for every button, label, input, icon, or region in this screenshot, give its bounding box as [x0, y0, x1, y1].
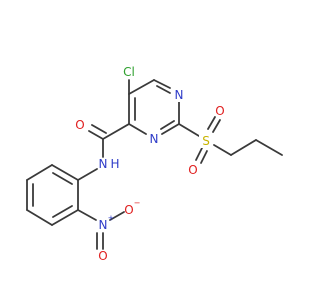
bond-ch2-ch3 [255, 139, 283, 156]
bond-c5-c6 [128, 79, 155, 95]
amide-hydrogen-label: H [110, 157, 119, 171]
sulfur-label: S [202, 134, 210, 148]
nitro-nitrogen-charge: + [108, 214, 115, 223]
bond-ph6-n-nitro [77, 209, 97, 221]
chlorine-label: Cl [123, 65, 135, 79]
bond-s-o-top-double [207, 116, 216, 130]
bond-carbonyl-o-double [91, 124, 107, 134]
carbonyl-oxygen-label: O [75, 118, 84, 132]
bond-ph1-ph2 [51, 164, 79, 181]
bond-c2-s [178, 123, 200, 137]
bond-s-o-top [212, 119, 221, 133]
bond-n-nitro-o-top [109, 211, 125, 221]
bond-ph5-ph6 [51, 209, 79, 226]
bond-s-o-bottom-double [200, 150, 208, 164]
bond-ph1-ph2-double [52, 172, 73, 185]
nitro-oxygen-top-label: O [124, 203, 133, 217]
nitro-oxygen-charge: − [134, 199, 141, 208]
atom-labels: Cl N N S O O O N H N + O − O [75, 65, 224, 263]
nitro-nitrogen-label: N [99, 218, 108, 232]
nitro-oxygen-bottom-label: O [98, 249, 107, 263]
bond-n3-c4 [128, 123, 147, 135]
bond-c6-n1 [153, 79, 171, 89]
bond-ch2-ch2 [230, 139, 257, 156]
bond-carbonyl-o [88, 130, 104, 140]
bond-ph2-ph3 [26, 164, 53, 181]
bond-c4-carbonyl [102, 123, 130, 140]
amide-nitrogen-label: N [99, 157, 108, 171]
ring-nitrogen-bottom-label: N [150, 132, 159, 146]
bond-s-o-bottom [195, 147, 203, 161]
bonds [26, 79, 283, 250]
bond-ph5-ph6-double [52, 205, 73, 218]
bond-ph4-ph5 [26, 209, 53, 226]
bond-s-ch2 [213, 144, 232, 156]
bond-c2-n3-double [160, 120, 175, 130]
bond-c6-n1-double [156, 85, 171, 94]
ring-nitrogen-top-label: N [175, 88, 184, 102]
bond-n-phenyl [77, 168, 98, 181]
molecule-structure: Cl N N S O O O N H N + O − O [26, 65, 283, 263]
sulfonyl-oxygen-top-label: O [215, 104, 224, 118]
bond-c2-n3 [161, 123, 180, 135]
sulfonyl-oxygen-bottom-label: O [188, 163, 197, 177]
